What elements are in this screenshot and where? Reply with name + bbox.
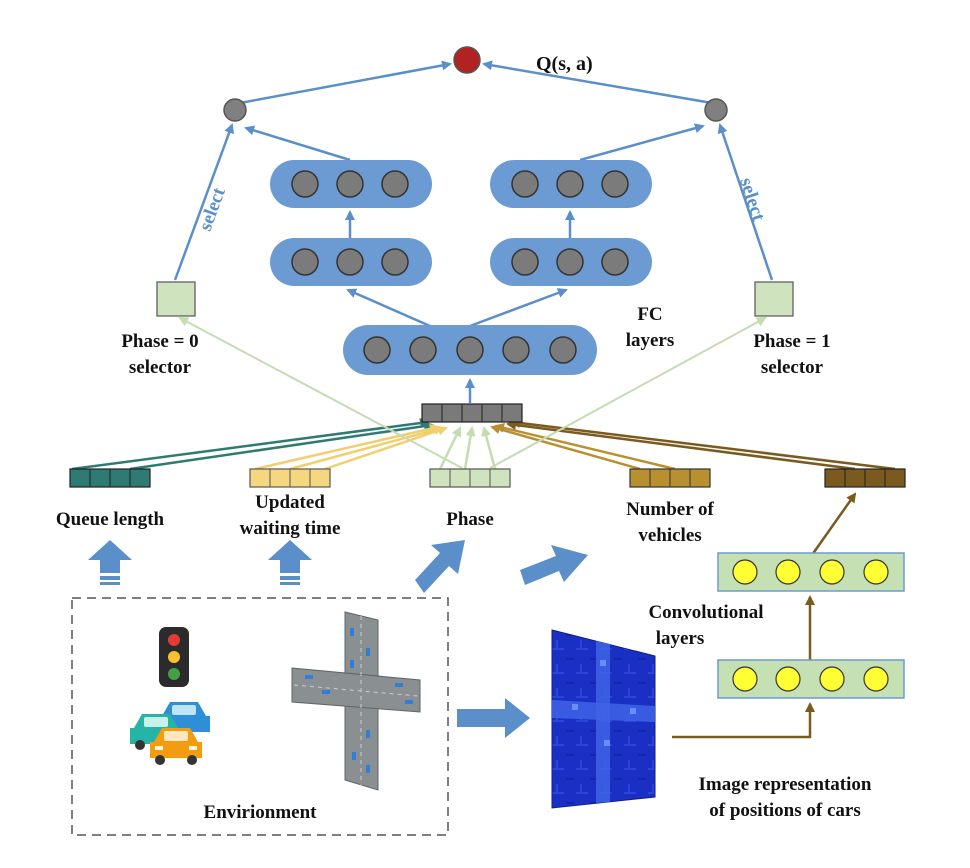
vehicles-label-line1: Number of: [626, 499, 714, 520]
q-value-output-node: [453, 46, 481, 74]
waiting-time-label-line2: waiting time: [240, 518, 341, 539]
image-representation-label-line1: Image representation: [699, 774, 872, 795]
phase1-label-line2: selector: [761, 357, 824, 378]
phase-vector: [429, 468, 511, 488]
merged-feature-vector: [421, 403, 523, 423]
phase0-label-line2: selector: [129, 357, 192, 378]
left-branch-output-node: [223, 98, 247, 122]
phase1-label-line1: Phase = 1: [753, 331, 830, 352]
fc-label-line1: FC: [637, 304, 662, 325]
image-to-conv-arrow: [672, 702, 815, 739]
queue-length-label: Queue length: [56, 509, 165, 530]
queue-length-vector: [69, 468, 151, 488]
right-branch-output-node: [704, 98, 728, 122]
fc-left-branch: [270, 160, 432, 286]
conv-label-line2: layers: [656, 628, 705, 649]
conv-label-line1: Convolutional: [648, 602, 763, 623]
image-representation-label-line2: of positions of cars: [709, 800, 860, 821]
intersection-map-icon: [291, 611, 421, 791]
vehicles-label-line2: vehicles: [638, 525, 701, 546]
waiting-time-vector: [249, 468, 331, 488]
output-connections: [239, 60, 713, 105]
phase-to-selectors-arrows: [178, 317, 767, 469]
image-feature-vector: [824, 468, 906, 488]
cars-icon: [130, 702, 210, 765]
fc-label-line2: layers: [626, 330, 675, 351]
position-image-icon: [551, 629, 656, 809]
q-value-label: Q(s, a): [536, 53, 593, 75]
conv-layer-bottom: [717, 659, 905, 699]
traffic-light-icon: [159, 627, 189, 687]
input-merge-arrows: [71, 418, 896, 471]
environment-label: Envirionment: [204, 802, 318, 823]
select-label-right: select: [735, 175, 769, 224]
phase0-label-line1: Phase = 0: [121, 331, 198, 352]
conv-layer-top: [717, 552, 905, 592]
environment-output-arrows: [88, 540, 588, 738]
fc-shared-layer: [343, 325, 597, 375]
vehicles-vector: [629, 468, 711, 488]
phase-label: Phase: [446, 509, 494, 530]
environment-box: [71, 597, 449, 836]
fc-right-branch: [490, 160, 652, 286]
phase1-selector-box: [754, 281, 794, 317]
waiting-time-label-line1: Updated: [255, 492, 325, 513]
phase0-selector-box: [156, 281, 196, 317]
